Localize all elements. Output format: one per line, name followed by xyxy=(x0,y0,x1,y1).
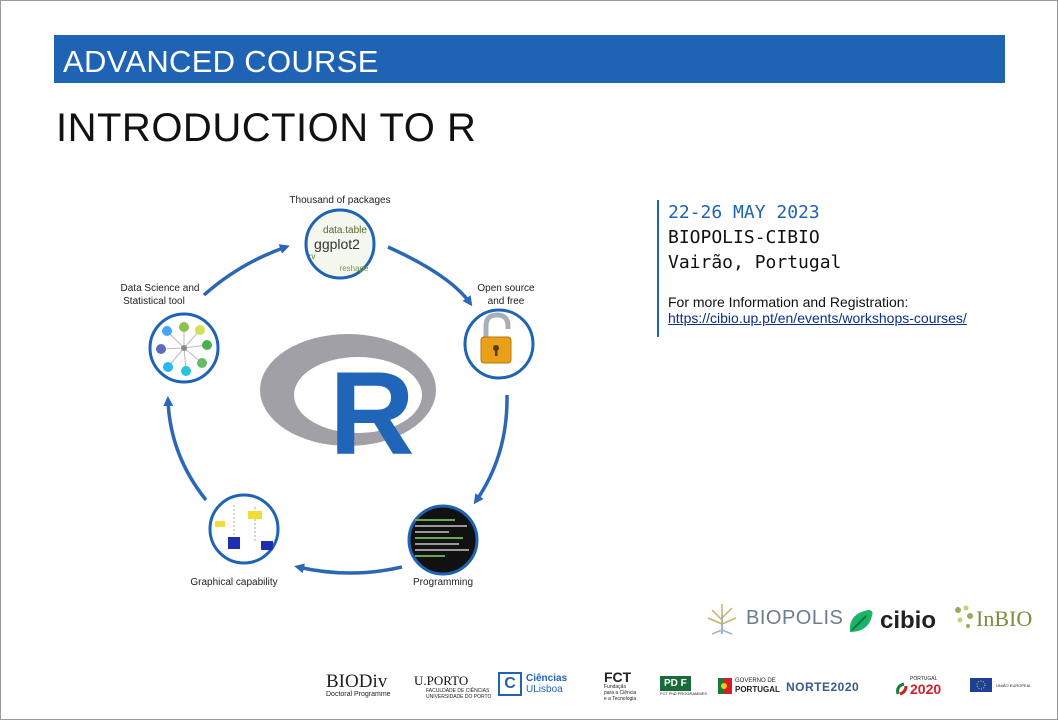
uporto-sub2: UNIVERSIDADE DO PORTO xyxy=(426,694,492,700)
governo-name2: PORTUGAL xyxy=(735,685,780,694)
tree-icon xyxy=(707,604,737,635)
cloud-word: rv xyxy=(309,252,316,261)
node-label-open-source: Open source xyxy=(477,283,535,294)
norte-name: NORTE2020 xyxy=(786,680,860,694)
governo-name1: GOVERNO DE xyxy=(735,678,776,684)
uporto-name: U.PORTO xyxy=(414,673,469,688)
ciencias-name1: Ciências xyxy=(526,673,568,684)
norte2020-logo: NORTE2020 xyxy=(786,680,859,694)
cycle-arrow xyxy=(163,396,208,502)
pdf-programmes-logo: PD F FCT PhD PROGRAMMES xyxy=(660,676,707,696)
word-cloud-icon: data.table ggplot2 rv reshape xyxy=(304,208,376,280)
pdf-name: PD F xyxy=(660,676,691,691)
network-dots-icon xyxy=(148,312,220,384)
event-date: 22-26 MAY 2023 xyxy=(668,202,820,223)
page-title: INTRODUCTION TO R xyxy=(56,106,477,150)
molecule-icon xyxy=(955,605,973,628)
cloud-word: data.table xyxy=(323,225,367,236)
p2020-name: 2020 xyxy=(910,681,942,697)
fct-logo: FCT Fundação para a Ciência e a Tecnolog… xyxy=(604,670,636,702)
boxplot-icon xyxy=(208,493,280,565)
node-label-programming: Programming xyxy=(413,577,473,588)
biodiv-name: BIODiv xyxy=(326,671,388,692)
cloud-word: ggplot2 xyxy=(314,236,360,252)
biodiv-sub: Doctoral Programme xyxy=(326,691,391,698)
banner-label: ADVANCED COURSE xyxy=(63,44,379,79)
uporto-sub1: FACULDADE DE CIÊNCIAS xyxy=(426,688,490,694)
cloud-word: reshape xyxy=(340,264,369,273)
eu-flag-icon xyxy=(970,678,992,692)
node-label-graphical: Graphical capability xyxy=(190,577,277,588)
ciencias-name2: ULisboa xyxy=(526,684,563,695)
governo-portugal-logo: GOVERNO DE PORTUGAL xyxy=(718,678,780,694)
cycle-arrow xyxy=(473,394,509,505)
registration-link[interactable]: https://cibio.up.pt/en/events/workshops-… xyxy=(668,310,967,326)
r-logo-letter: R xyxy=(329,348,414,480)
uporto-logo: U.PORTO FACULDADE DE CIÊNCIAS UNIVERSIDA… xyxy=(414,673,492,701)
inbio-name: InBIO xyxy=(976,606,1033,631)
node-label-open-source-2: and free xyxy=(488,296,525,307)
r-features-diagram: Thousand of packages data.table ggplot2 … xyxy=(121,195,536,588)
inbio-logo: InBIO xyxy=(952,604,1032,634)
open-padlock-icon xyxy=(463,308,535,380)
event-location: Vairão, Portugal xyxy=(668,252,842,273)
portugal2020-logo: PORTUGAL 2020 xyxy=(896,676,941,696)
leaf-icon xyxy=(849,610,873,632)
cibio-name: cibio xyxy=(880,607,937,634)
portugal-shield-icon xyxy=(718,678,732,694)
code-console-icon xyxy=(407,504,479,576)
event-info: 22-26 MAY 2023 BIOPOLIS-CIBIO Vairão, Po… xyxy=(657,200,1017,337)
node-label-data-science: Data Science and xyxy=(121,283,200,294)
p2020-small: PORTUGAL xyxy=(910,676,938,682)
pdf-sub: FCT PhD PROGRAMMES xyxy=(660,691,708,696)
eu-name: UNIÃO EUROPEIA xyxy=(996,682,1031,688)
r-logo-icon: R xyxy=(260,334,436,480)
biopolis-logo: BIOPOLIS xyxy=(704,600,843,636)
ciencias-ulisboa-logo: C Ciências ULisboa xyxy=(498,672,567,696)
biodiv-logo: BIODiv Doctoral Programme xyxy=(326,672,391,698)
more-info-text: For more Information and Registration: xyxy=(668,294,909,310)
event-venue: BIOPOLIS-CIBIO xyxy=(668,227,820,248)
cycle-arrow xyxy=(294,563,403,575)
cycle-arrow xyxy=(387,245,473,307)
biopolis-name: BIOPOLIS xyxy=(746,606,844,629)
fct-name: FCT xyxy=(604,669,632,685)
node-label-data-science-2: Statistical tool xyxy=(123,296,185,307)
node-label-packages: Thousand of packages xyxy=(289,195,390,206)
cibio-logo: cibio xyxy=(846,606,936,636)
portugal2020-mark-icon xyxy=(896,682,908,696)
cycle-arrow xyxy=(202,244,290,297)
fct-sub3: e a Tecnologia xyxy=(604,696,637,702)
fct-sub2: para a Ciência xyxy=(604,690,637,696)
fct-sub1: Fundação xyxy=(604,684,627,690)
ciencias-c-icon: C xyxy=(498,672,522,696)
course-banner: ADVANCED COURSE xyxy=(54,35,1005,83)
eu-logo: UNIÃO EUROPEIA xyxy=(970,678,1030,692)
